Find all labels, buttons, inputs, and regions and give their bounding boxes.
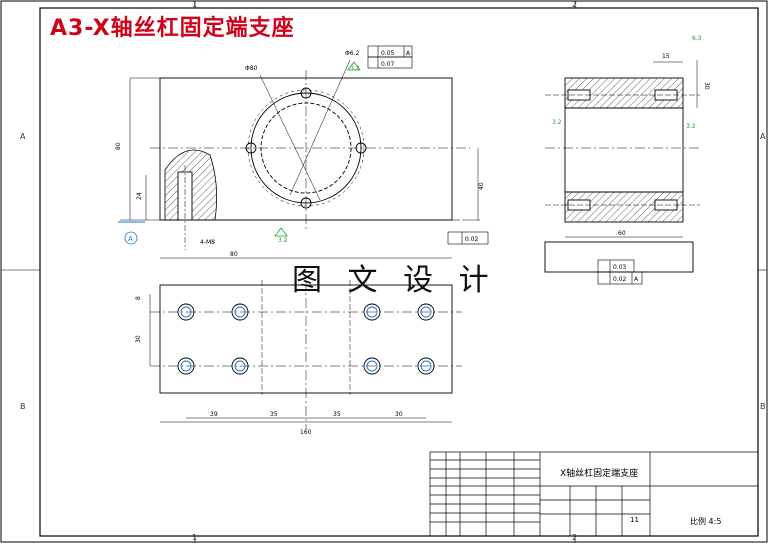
svg-text:3.2: 3.2 xyxy=(552,119,562,126)
svg-text:A: A xyxy=(634,276,639,283)
title-block-sheet: 11 xyxy=(630,516,639,524)
title-block-scale: 比例 4:5 xyxy=(690,517,722,526)
inner-border xyxy=(39,7,759,537)
svg-text:35: 35 xyxy=(270,411,278,418)
svg-text:3.2: 3.2 xyxy=(350,65,360,72)
svg-text:8: 8 xyxy=(135,296,142,300)
frame-label-top-2: 2 xyxy=(572,0,578,9)
svg-text:0.02: 0.02 xyxy=(465,236,479,243)
side-view xyxy=(544,60,700,273)
front-view xyxy=(120,59,480,259)
svg-text:0.03: 0.03 xyxy=(613,264,627,271)
svg-text:6.3: 6.3 xyxy=(692,35,702,42)
svg-text:160: 160 xyxy=(300,429,312,436)
frame-label-left-a: A xyxy=(20,132,26,141)
svg-text:4-M8: 4-M8 xyxy=(200,239,215,246)
svg-text:80: 80 xyxy=(115,142,122,150)
frame-label-bottom-1: 1 xyxy=(192,533,198,542)
frame-label-bottom-2: 2 xyxy=(572,533,578,542)
svg-text:3.2: 3.2 xyxy=(278,237,288,244)
frame-label-top-1: 1 xyxy=(192,0,198,9)
watermark-text: 图 文 设 计 xyxy=(292,263,497,298)
svg-text:0.07: 0.07 xyxy=(381,61,395,68)
svg-text:30: 30 xyxy=(395,411,403,418)
svg-text:39: 39 xyxy=(210,411,218,418)
svg-text:80: 80 xyxy=(230,251,238,258)
svg-text:Φ6.2: Φ6.2 xyxy=(345,50,359,57)
drawing-title: A3-X轴丝杠固定端支座 xyxy=(50,16,295,41)
title-block-part-name: X轴丝杠固定端支座 xyxy=(560,469,639,479)
svg-text:A: A xyxy=(406,50,411,57)
frame-label-right-b: B xyxy=(760,402,766,411)
svg-text:24: 24 xyxy=(136,192,143,200)
svg-text:0.02: 0.02 xyxy=(613,276,627,283)
svg-text:15: 15 xyxy=(662,53,670,60)
title-block xyxy=(429,451,759,537)
frame-label-right-a: A xyxy=(760,132,766,141)
svg-text:35: 35 xyxy=(333,411,341,418)
svg-text:Φ80: Φ80 xyxy=(245,65,258,72)
svg-text:60: 60 xyxy=(618,230,626,237)
frame-label-left-b: B xyxy=(20,402,26,411)
svg-text:30: 30 xyxy=(135,335,142,343)
svg-text:30: 30 xyxy=(703,82,710,90)
svg-text:A: A xyxy=(128,235,133,243)
top-view xyxy=(149,280,462,430)
svg-text:0.05: 0.05 xyxy=(381,50,395,57)
svg-text:3.2: 3.2 xyxy=(686,123,696,130)
svg-text:40: 40 xyxy=(478,182,485,190)
